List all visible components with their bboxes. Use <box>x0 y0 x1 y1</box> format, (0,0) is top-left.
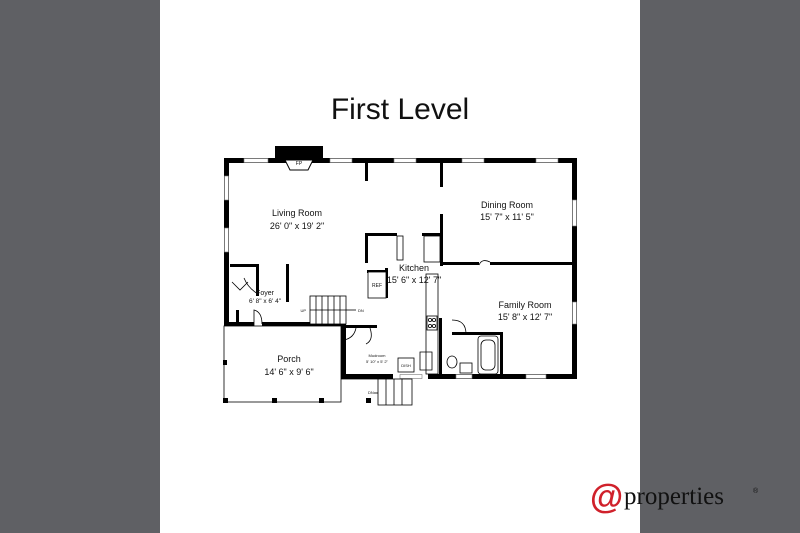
kitchen-fixtures: REF DISH <box>367 235 441 375</box>
right-gray-margin <box>640 0 800 533</box>
dishwasher <box>397 357 415 373</box>
fireplace: FP <box>275 146 323 171</box>
dining-room-name: Dining Room <box>481 200 533 210</box>
kitchen-name: Kitchen <box>399 263 429 273</box>
foyer-name: Foyer <box>256 290 275 297</box>
mudroom-dims: 5' 10" x 5' 2" <box>366 359 389 364</box>
toilet <box>446 355 458 369</box>
bathroom-fixtures <box>446 319 499 375</box>
stairs-down-label: DN <box>358 308 364 313</box>
mudroom-name: Mudroom <box>369 353 387 358</box>
porch-name: Porch <box>277 354 301 364</box>
porch: DN <box>223 325 413 406</box>
bathtub <box>477 335 499 375</box>
family-room-dims: 15' 8" x 12' 7" <box>498 312 552 322</box>
porch-dims: 14' 6" x 9' 6" <box>264 367 313 377</box>
interior-walls <box>230 163 572 376</box>
sink <box>459 362 473 374</box>
kitchen-dims: 15' 6" x 12' 7" <box>387 275 441 285</box>
living-room-name: Living Room <box>272 208 322 218</box>
refrigerator <box>367 271 387 299</box>
room-labels: Living Room 26' 0" x 19' 2" Dining Room … <box>249 200 552 377</box>
porch-steps-down-label: DN <box>368 390 374 395</box>
range <box>426 315 438 331</box>
windows <box>224 158 577 379</box>
brokerage-logo: @ properties ® <box>590 478 759 516</box>
living-room-dims: 26' 0" x 19' 2" <box>270 221 324 231</box>
dishwasher-label: DISH <box>401 363 411 368</box>
refrigerator-label: REF <box>372 283 382 289</box>
dining-room-dims: 15' 7" x 11' 5" <box>480 212 534 222</box>
foyer-dims: 6' 8" x 6' 4" <box>249 298 282 305</box>
floor-plan-title: First Level <box>331 93 469 126</box>
fireplace-label: FP <box>296 161 303 167</box>
logo-registered-mark: ® <box>753 487 759 495</box>
left-gray-margin <box>0 0 160 533</box>
stairs: UP DN <box>300 295 364 325</box>
doors <box>231 260 491 345</box>
logo-wordmark: properties <box>624 483 724 510</box>
logo-at-symbol: @ <box>590 478 623 516</box>
porch-steps <box>377 378 413 406</box>
stairs-up-label: UP <box>300 308 306 313</box>
family-room-name: Family Room <box>498 300 551 310</box>
